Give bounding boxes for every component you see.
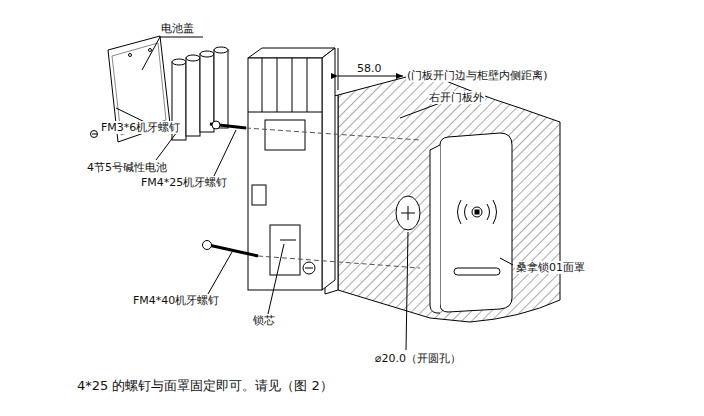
part-label: FM3*6机牙螺钉 [100,121,181,134]
dimension-value: 58.0 [356,62,383,75]
caption: 4*25 的螺钉与面罩固定即可。请见（图 2） [76,378,334,394]
part-label: FM4*25机牙螺钉 [140,176,228,189]
part-label: 右开门板外 [428,91,485,104]
part-label: 电池盖 [160,22,195,35]
part-label: 4节5号碱性电池 [86,161,168,174]
part-label: 桑拿锁01面罩 [515,261,586,274]
part-label: FM4*40机牙螺钉 [132,294,220,307]
dimension-note: (门板开门边与柜壁内侧距离) [406,69,549,82]
dimension-value: ⌀20.0（开圆孔） [374,352,462,365]
part-label: 锁芯 [252,314,276,327]
